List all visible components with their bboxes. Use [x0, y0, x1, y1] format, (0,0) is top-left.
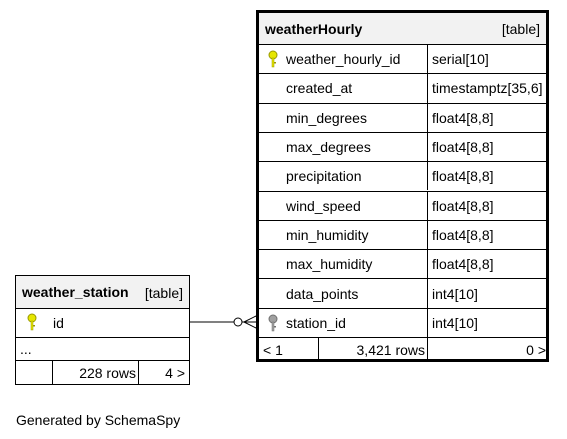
column-row[interactable]: precipitation float4[8,8] [259, 161, 546, 191]
table-name[interactable]: weatherHourly [265, 21, 363, 37]
zero-optional-marker [233, 317, 243, 327]
column-name: wind_speed [286, 197, 361, 214]
more-columns-ellipsis: ... [20, 341, 32, 357]
crowfoot-lower [243, 321, 257, 329]
column-name: data_points [286, 285, 359, 302]
column-name: weather_hourly_id [286, 51, 401, 68]
column-row[interactable]: min_degrees float4[8,8] [259, 102, 546, 132]
column-name: created_at [286, 80, 353, 97]
column-name: min_degrees [286, 109, 367, 126]
table-header: weather_station [table] [16, 276, 189, 308]
weather-station-table[interactable]: weather_station [table] id ... 228 rows … [15, 275, 190, 385]
column-row[interactable]: created_at timestamptz[35,6] [259, 73, 546, 103]
column-type: float4[8,8] [432, 168, 494, 185]
row-count: 3,421 rows [356, 342, 425, 358]
primary-key-icon [268, 50, 278, 68]
column-row[interactable]: max_humidity float4[8,8] [259, 249, 546, 279]
crowfoot-upper [243, 315, 257, 323]
table-header: weatherHourly [table] [259, 13, 546, 44]
column-name: id [53, 315, 64, 331]
row-count: 228 rows [79, 364, 136, 381]
column-type: serial[10] [432, 51, 489, 68]
column-type: int4[10] [432, 285, 478, 302]
children-count[interactable]: 0 > [526, 342, 546, 358]
table-kind: [table] [501, 21, 540, 37]
primary-key-icon [27, 313, 37, 331]
column-row[interactable]: weather_hourly_id serial[10] [259, 44, 546, 74]
column-name: max_humidity [286, 256, 373, 273]
column-type: float4[8,8] [432, 139, 494, 156]
children-count[interactable]: 4 > [165, 364, 185, 381]
column-type: float4[8,8] [432, 109, 494, 126]
table-kind: [table] [144, 285, 183, 301]
table-name[interactable]: weather_station [22, 284, 129, 300]
column-type: float4[8,8] [432, 197, 494, 214]
table-footer: 228 rows 4 > [16, 360, 189, 384]
generated-by-caption: Generated by SchemaSpy [16, 412, 181, 428]
column-type: int4[10] [432, 314, 478, 331]
column-type: float4[8,8] [432, 256, 494, 273]
column-type: float4[8,8] [432, 226, 494, 243]
column-name: min_humidity [286, 226, 369, 243]
column-name: station_id [286, 314, 346, 331]
column-row[interactable]: id [16, 308, 189, 337]
column-name: precipitation [286, 168, 362, 185]
parents-count[interactable]: < 1 [263, 342, 283, 358]
column-row[interactable]: data_points int4[10] [259, 278, 546, 308]
column-row[interactable]: station_id int4[10] [259, 307, 546, 337]
column-row[interactable]: min_humidity float4[8,8] [259, 219, 546, 250]
column-row[interactable]: max_degrees float4[8,8] [259, 131, 546, 162]
column-name: max_degrees [286, 139, 371, 156]
more-columns-row: ... [16, 337, 189, 360]
column-row[interactable]: wind_speed float4[8,8] [259, 190, 546, 220]
table-footer: < 1 3,421 rows 0 > [259, 337, 546, 362]
foreign-key-icon [268, 314, 278, 331]
column-type: timestamptz[35,6] [432, 80, 543, 97]
